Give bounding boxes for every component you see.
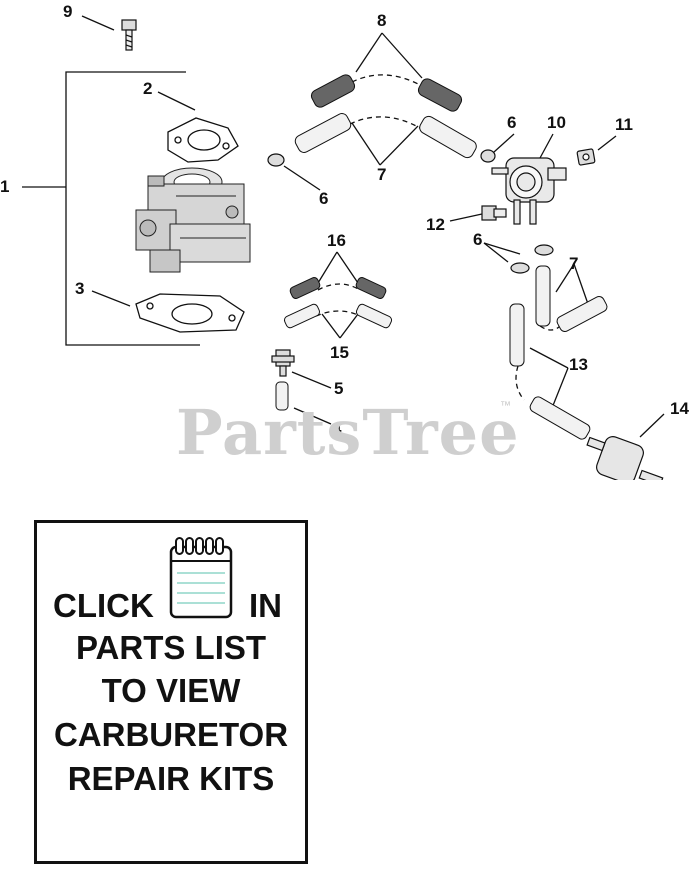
carburetor-exploded-diagram — [22, 15, 665, 480]
hose-4-part — [275, 381, 289, 411]
callout-6a: 6 — [319, 189, 329, 208]
callout-13: 13 — [569, 355, 588, 374]
callout-12: 12 — [426, 215, 445, 234]
callout-7a: 7 — [377, 165, 387, 184]
hose-7-part — [294, 113, 608, 333]
partstree-watermark: PartsTree — [176, 396, 520, 469]
assembly-bracket — [22, 71, 200, 346]
callout-1: 1 — [0, 177, 10, 196]
bottom-gasket-part — [135, 293, 245, 333]
kit-text-line2: PARTS LIST — [75, 629, 267, 666]
callout-11: 11 — [615, 115, 633, 134]
leader-lines — [81, 15, 665, 438]
top-gasket-part — [167, 117, 239, 163]
kit-text-in: IN — [249, 587, 282, 624]
kit-text-click: CLICK — [53, 587, 154, 624]
kit-text-line3: TO VIEW — [101, 672, 241, 709]
callout-5: 5 — [334, 379, 344, 398]
trademark-symbol: ™ — [500, 400, 511, 412]
kit-text-line5: REPAIR KITS — [67, 760, 275, 797]
callout-9: 9 — [63, 2, 73, 21]
hose-13-part — [509, 303, 591, 440]
fitting-part — [271, 349, 295, 377]
hose-8-part — [310, 74, 463, 112]
hose-15-part — [283, 303, 393, 329]
repair-kit-note-box: CLICK IN PARTS LIST TO VIEW CARBURETOR R… — [34, 520, 308, 864]
callout-3: 3 — [75, 279, 85, 298]
callout-8: 8 — [377, 11, 387, 30]
callout-7b: 7 — [569, 254, 579, 273]
callout-15: 15 — [330, 343, 349, 362]
hose-16-part — [289, 277, 387, 299]
screw-part — [121, 19, 137, 51]
callout-10: 10 — [547, 113, 566, 132]
callout-6b: 6 — [507, 113, 517, 132]
callout-14: 14 — [670, 399, 689, 418]
kit-text-line4: CARBURETOR — [53, 716, 289, 753]
carburetor-part — [135, 167, 251, 273]
clamp-part — [267, 149, 554, 274]
clip-part — [576, 148, 596, 166]
routing-lines — [315, 74, 561, 401]
bolt-part — [481, 205, 507, 221]
callout-16: 16 — [327, 231, 346, 250]
callout-2: 2 — [143, 79, 153, 98]
callout-6c: 6 — [473, 230, 483, 249]
fuel-filter-part — [586, 436, 664, 480]
notepad-icon[interactable] — [168, 535, 234, 621]
callout-4: 4 — [332, 419, 342, 438]
fuel-pump-part — [491, 157, 567, 225]
